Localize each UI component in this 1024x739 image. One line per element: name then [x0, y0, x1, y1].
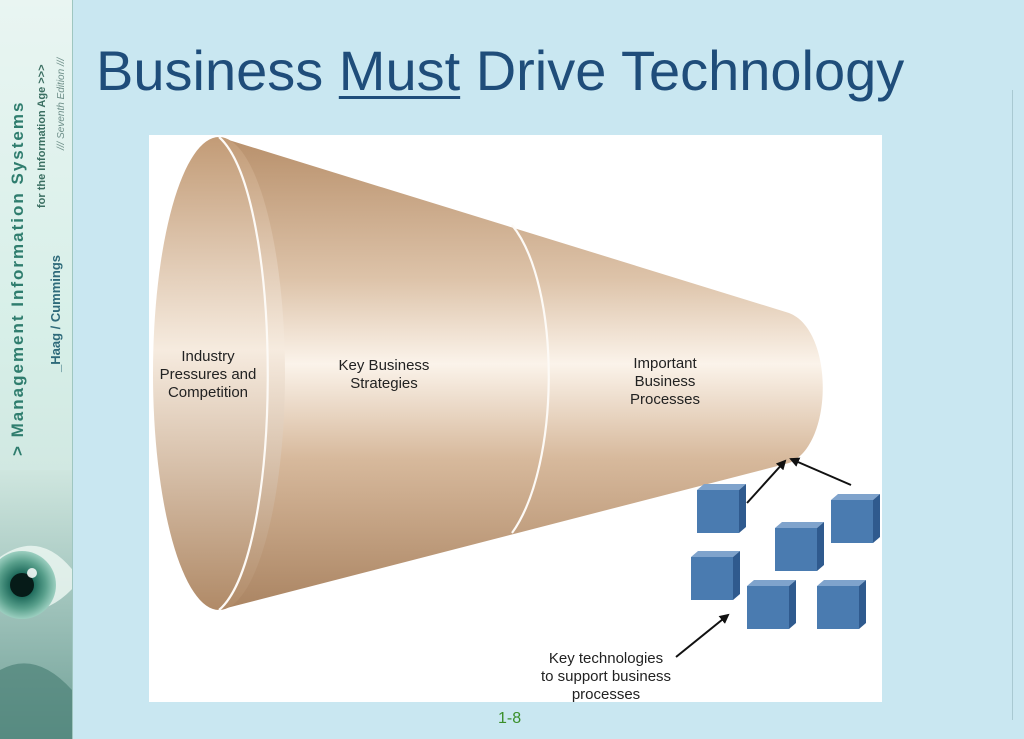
tech-cube	[775, 522, 824, 571]
right-rule	[1012, 90, 1013, 720]
page-number: 1-8	[498, 710, 522, 727]
arrow-caption-to-cubes	[675, 613, 730, 658]
authors-label: _Haag / Cummings	[48, 254, 63, 372]
page-title: Business Must Drive Technology	[96, 38, 904, 103]
tech-cube	[817, 580, 866, 629]
arrow-cube-to-funnel-1	[746, 459, 787, 504]
funnel-diagram	[153, 136, 880, 658]
eye-graphic	[0, 470, 72, 739]
label-key-business-strategies: Key Business Strategies	[338, 357, 430, 392]
label-important-business-processes: Important Business Processes	[629, 355, 701, 408]
series-subtitle: for the Information Age >>>	[36, 64, 48, 208]
funnel-divider-2	[511, 224, 550, 534]
tech-cube	[747, 580, 796, 629]
tech-cube	[691, 551, 740, 600]
arrow-cube-to-funnel-2	[789, 457, 852, 486]
tech-cube	[831, 494, 880, 543]
diagram-panel: Industry Pressures and Competition Key B…	[149, 135, 882, 703]
title-word-must: Must	[338, 39, 461, 102]
tech-cube	[697, 484, 746, 533]
funnel-mouth	[153, 137, 285, 610]
title-word-business: Business	[96, 39, 324, 102]
funnel-body	[219, 137, 823, 610]
cube-group	[691, 484, 880, 629]
series-title: > Management Information Systems	[8, 100, 27, 456]
sidebar-banner: > Management Information Systems for the…	[0, 0, 73, 739]
edition-label: /// Seventh Edition ///	[56, 57, 67, 150]
label-industry-pressures: Industry Pressures and Competition	[159, 348, 257, 401]
label-key-technologies: Key technologies to support business pro…	[540, 650, 672, 703]
title-rest: Drive Technology	[475, 39, 905, 102]
